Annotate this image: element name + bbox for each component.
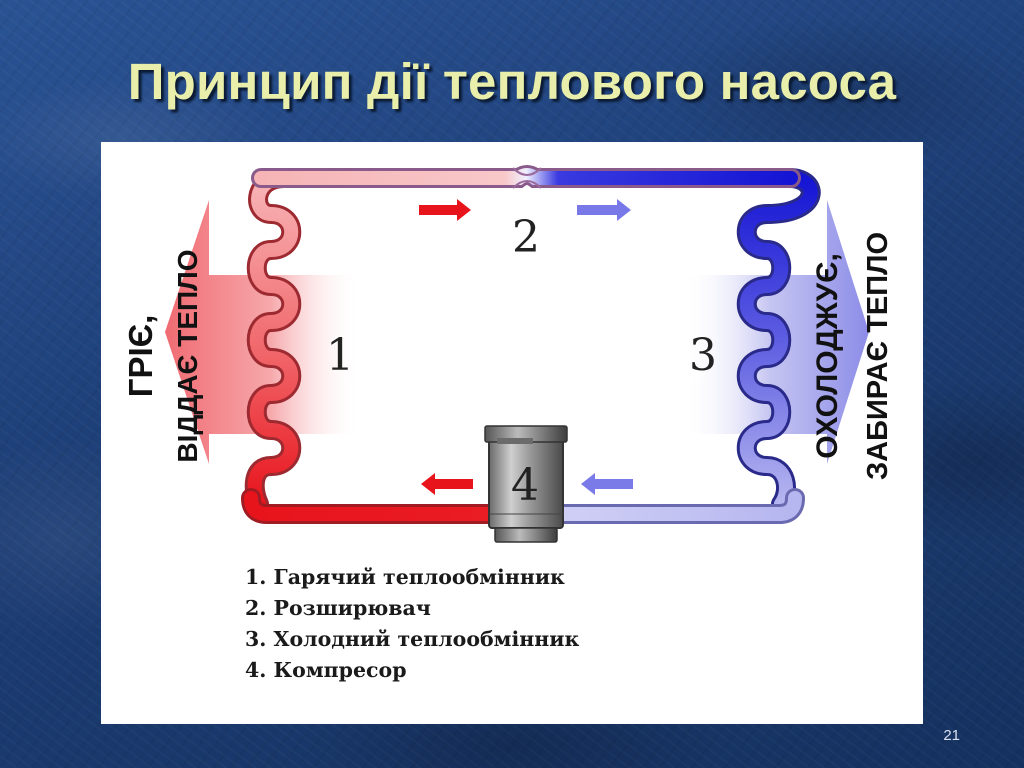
slide-number: 21 (943, 727, 960, 744)
legend-item-compressor: 4. Компресор (245, 658, 407, 682)
side-caption-takes-heat: ЗАБИРАЄ ТЕПЛО (862, 232, 894, 480)
flow-arrow-top-hot (419, 199, 471, 221)
side-caption-cools: ОХОЛОДЖУЄ, (811, 253, 844, 459)
legend-item-hot-exchanger: 1. Гарячий теплообмінник (245, 565, 565, 589)
heat-pump-diagram: 1 2 3 4 ГРІЄ, ВІДДАЄ ТЕПЛО ОХОЛОДЖУЄ, ЗА… (122, 165, 894, 543)
label-compressor: 4 (511, 460, 539, 511)
side-caption-gives-heat: ВІДДАЄ ТЕПЛО (172, 249, 203, 462)
side-caption-heats: ГРІЄ, (122, 315, 159, 398)
legend-item-cold-exchanger: 3. Холодний теплообмінник (245, 627, 580, 651)
flow-arrow-bottom-hot (421, 473, 473, 495)
slide-title: Принцип дії теплового насоса (127, 53, 897, 110)
compressor (484, 425, 568, 543)
legend-item-expander: 2. Розширювач (245, 596, 431, 620)
label-cold-exchanger: 3 (689, 330, 717, 381)
label-expander: 2 (512, 212, 540, 263)
flow-arrow-bottom-cold (581, 473, 633, 495)
diagram-panel: 1 2 3 4 ГРІЄ, ВІДДАЄ ТЕПЛО ОХОЛОДЖУЄ, ЗА… (101, 142, 923, 724)
expander-valve (512, 167, 542, 189)
legend: 1. Гарячий теплообмінник 2. Розширювач 3… (245, 562, 579, 686)
label-hot-exchanger: 1 (326, 330, 354, 381)
flow-arrow-top-cold (577, 199, 631, 221)
